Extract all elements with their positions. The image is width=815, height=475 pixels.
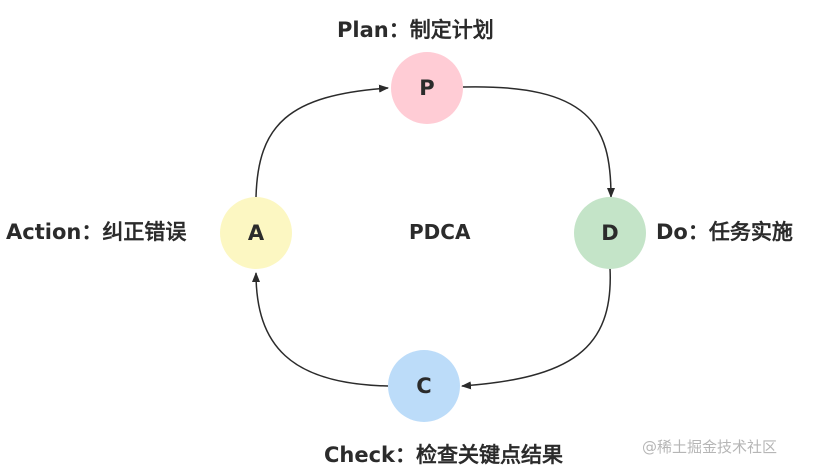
diagram-center-title: PDCA xyxy=(409,220,471,244)
arrow-do-to-check xyxy=(461,267,611,390)
node-check: C xyxy=(388,350,460,422)
arrow-check-to-action xyxy=(252,272,389,387)
plan-stage-label: Plan：制定计划 xyxy=(337,18,494,42)
arrow-plan-to-do xyxy=(462,86,615,198)
do-stage-label: Do：任务实施 xyxy=(656,220,793,244)
watermark-text: @稀土掘金技术社区 xyxy=(642,438,778,456)
node-plan: P xyxy=(391,52,463,124)
node-plan-letter: P xyxy=(419,76,434,100)
arrow-action-to-plan xyxy=(255,84,389,198)
node-action: A xyxy=(220,197,292,269)
check-stage-label: Check：检查关键点结果 xyxy=(324,443,564,467)
node-do-letter: D xyxy=(601,221,618,245)
node-do: D xyxy=(574,197,646,269)
node-check-letter: C xyxy=(416,374,431,398)
action-stage-label: Action：纠正错误 xyxy=(6,220,187,244)
node-action-letter: A xyxy=(248,221,265,245)
